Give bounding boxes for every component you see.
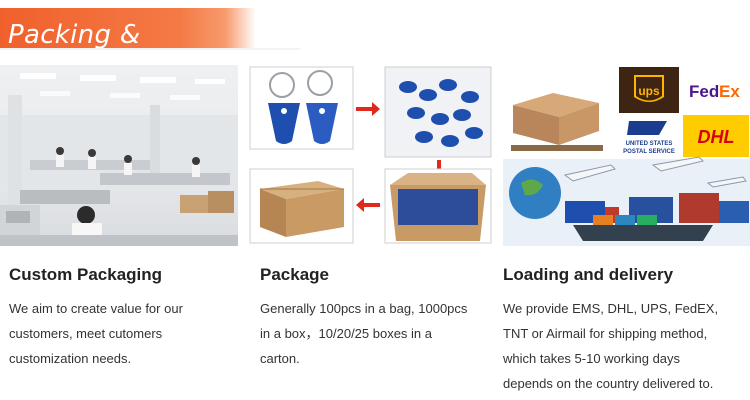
factory-illustration bbox=[0, 73, 238, 246]
factory-workshop-photo bbox=[0, 65, 238, 246]
text-line: Generally 100pcs in a bag, 1000pcs bbox=[260, 301, 468, 316]
text-line: TNT or Airmail for shipping method, bbox=[503, 326, 708, 341]
svg-text:DHL: DHL bbox=[698, 127, 735, 147]
svg-text:Ex: Ex bbox=[719, 82, 740, 101]
package-heading: Package bbox=[260, 265, 329, 284]
banner-divider bbox=[0, 48, 300, 50]
fedex-logo bbox=[683, 67, 749, 113]
dhl-logo bbox=[683, 115, 749, 157]
text-line: customization needs. bbox=[9, 351, 132, 366]
text-line: We provide EMS, DHL, UPS, FedEX, bbox=[503, 301, 719, 316]
text-line: carton. bbox=[260, 351, 300, 366]
svg-text:POSTAL SERVICE: POSTAL SERVICE bbox=[623, 149, 675, 155]
text-line: customers, meet cutomers bbox=[9, 326, 163, 341]
custom-packaging-heading: Custom Packaging bbox=[9, 265, 163, 284]
shipping-illustration: ups Fed Ex UNITED STATES POSTAL SERVICE … bbox=[503, 65, 750, 246]
package-illustration bbox=[249, 66, 492, 244]
text-line: which takes 5-10 working days bbox=[503, 351, 681, 366]
text-line: depends on the country delivered to. bbox=[503, 376, 714, 391]
loading-delivery-heading: Loading and delivery bbox=[503, 265, 674, 284]
text-line: We aim to create value for our bbox=[9, 301, 183, 316]
shipping-collage: ups Fed Ex UNITED STATES POSTAL SERVICE … bbox=[503, 65, 750, 246]
svg-text:Fed: Fed bbox=[689, 82, 719, 101]
arrow-right-icon bbox=[356, 102, 380, 116]
package-description: Generally 100pcs in a bag, 1000pcs in a … bbox=[260, 296, 467, 371]
loading-delivery-description: We provide EMS, DHL, UPS, FedEX, TNT or … bbox=[503, 296, 718, 396]
section-banner: Packing & Delivery bbox=[0, 8, 256, 80]
custom-packaging-description: We aim to create value for our customers… bbox=[9, 296, 183, 371]
arrow-left-icon bbox=[356, 198, 380, 212]
svg-text:UNITED STATES: UNITED STATES bbox=[626, 141, 673, 147]
text-line: in a box，10/20/25 boxes in a bbox=[260, 326, 433, 341]
package-process-diagram bbox=[248, 65, 494, 246]
svg-text:ups: ups bbox=[638, 84, 660, 98]
